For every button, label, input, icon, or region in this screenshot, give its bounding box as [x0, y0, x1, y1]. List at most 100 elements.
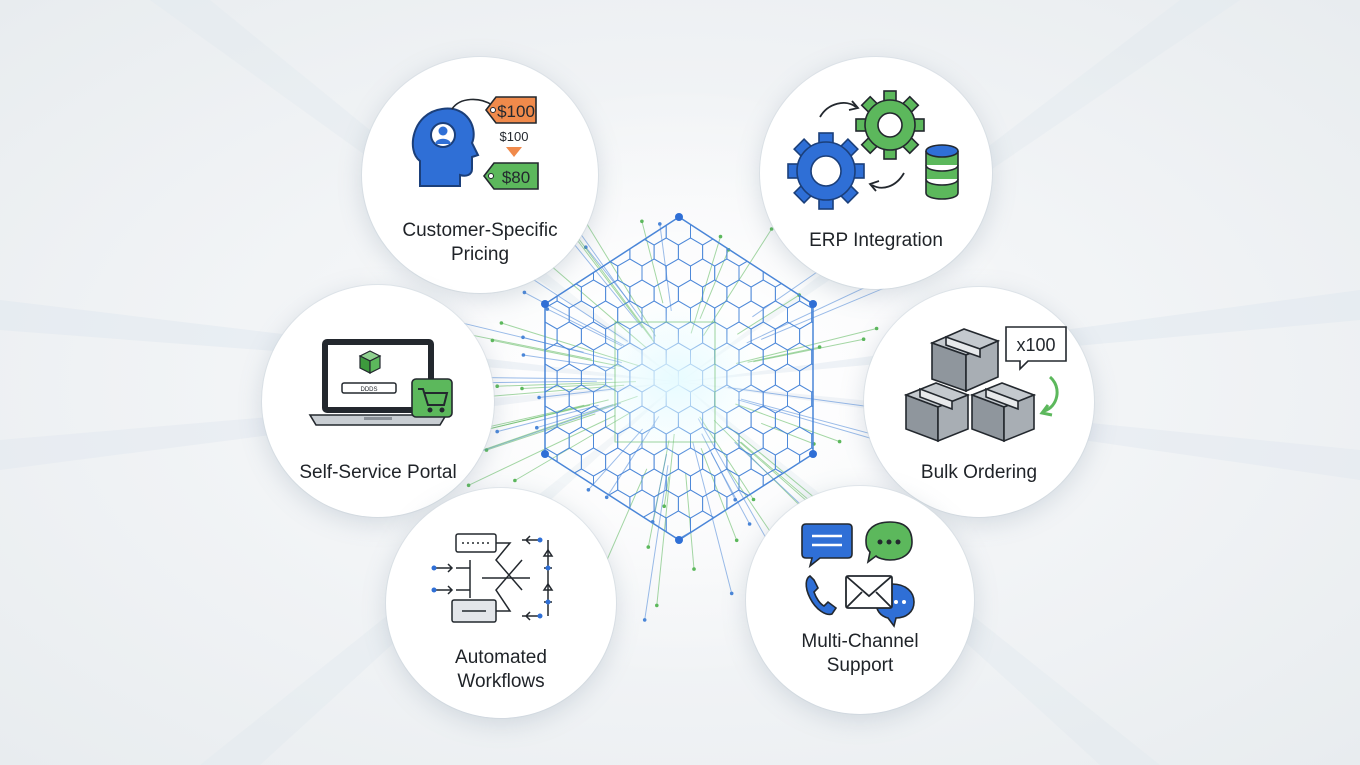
spark-dot: [642, 618, 647, 622]
feature-label-line: Self-Service Portal: [299, 462, 457, 483]
spark-line: [752, 263, 829, 318]
feature-label-line: ERP Integration: [809, 230, 943, 251]
spark-line: [600, 468, 648, 575]
spark-line: [737, 294, 800, 335]
spark-line: [497, 404, 599, 433]
honeycomb-cell: [545, 384, 570, 414]
spark-dot: [520, 386, 524, 391]
honeycomb-cell: [653, 237, 679, 267]
honeycomb-cell: [726, 447, 752, 477]
honeycomb-cell: [580, 279, 607, 309]
boxes-icon: x100: [903, 326, 1067, 443]
spark-line: [659, 223, 672, 311]
spark-line: [710, 452, 751, 525]
honeycomb-cell: [617, 258, 643, 288]
feature-bulk-ordering[interactable]: x100 Bulk Ordering: [864, 287, 1094, 517]
honeycomb-cell: [787, 384, 813, 414]
spark-dot: [729, 591, 734, 596]
spark-dot: [535, 425, 539, 430]
spark-line: [685, 472, 695, 570]
laptop-cart-icon: DDDS: [308, 339, 453, 426]
spark-dot: [734, 538, 739, 543]
honeycomb-cell: [714, 258, 740, 288]
spark-dot: [499, 321, 504, 325]
portal-screen-text: DDDS: [360, 387, 377, 393]
flowchart-icon: [431, 533, 554, 623]
feature-label-line: Customer-Specific: [402, 220, 558, 241]
feature-label: Multi-Channel Support: [746, 630, 974, 678]
spark-dot: [490, 338, 495, 343]
honeycomb-cell: [593, 510, 619, 540]
hexagon-vertices: [541, 213, 817, 544]
feature-label-line: Bulk Ordering: [920, 462, 1038, 483]
honeycomb-cell: [774, 447, 801, 477]
spark-dot: [584, 245, 588, 249]
spark-dot: [537, 395, 541, 400]
spark-dot: [861, 337, 866, 342]
inner-square: [614, 321, 716, 443]
spark-line: [656, 433, 675, 606]
spark-dot: [586, 488, 591, 492]
chat-phone-mail-icon: [801, 521, 915, 628]
spark-dot: [769, 227, 774, 231]
honeycomb-cell: [774, 279, 801, 309]
spark-dot: [662, 504, 666, 509]
honeycomb-cell: [580, 489, 607, 519]
feature-label-line: Pricing: [450, 244, 510, 265]
honeycomb-cell: [677, 489, 704, 519]
spark-dot: [874, 326, 879, 331]
feature-label: Self-Service Portal: [262, 461, 494, 485]
spark-dot: [513, 478, 517, 483]
spark-line: [452, 320, 584, 353]
spark-line: [641, 221, 664, 304]
spark-line: [644, 465, 669, 620]
honeycomb-cell: [545, 468, 570, 498]
honeycomb-cell: [690, 217, 716, 246]
honeycomb-cell: [762, 426, 788, 456]
spark-line: [760, 278, 906, 340]
feature-multi-channel-support[interactable]: Multi-Channel Support: [746, 486, 974, 714]
honeycomb-cell: [702, 217, 728, 225]
honeycomb-cell: [629, 237, 655, 267]
honeycomb-cell: [750, 489, 776, 519]
spark-dot: [718, 234, 723, 239]
honeycomb-cell: [605, 217, 631, 225]
spark-dot: [658, 222, 662, 226]
honeycomb-cell: [762, 258, 788, 288]
feature-erp-integration[interactable]: ERP Integration: [760, 57, 992, 289]
spark-line: [663, 476, 670, 507]
honeycomb-cell: [617, 468, 643, 498]
feature-label-line: Support: [826, 655, 894, 676]
original-price-text: $100: [497, 102, 535, 121]
honeycomb-cell: [665, 258, 691, 288]
spark-line: [486, 413, 596, 451]
spark-dot: [646, 545, 651, 549]
spark-dot: [751, 497, 756, 502]
price-tag-icon: $100 $100 $80: [411, 96, 539, 190]
honeycomb-cell: [545, 342, 570, 372]
discounted-price-text: $80: [502, 168, 530, 187]
spark-line: [468, 415, 616, 486]
spark-line: [753, 338, 864, 363]
honeycomb-cell: [774, 363, 801, 393]
feature-automated-workflows[interactable]: Automated Workflows: [386, 488, 616, 718]
spark-line: [700, 448, 738, 541]
spark-dot: [747, 522, 752, 526]
feature-customer-specific-pricing[interactable]: $100 $100 $80 Customer-Specific Pricing: [362, 57, 598, 293]
honeycomb-cell: [799, 363, 813, 393]
spark-line: [692, 441, 733, 594]
spark-dot: [466, 483, 471, 488]
feature-self-service-portal[interactable]: DDDS Self-Service Portal: [262, 285, 494, 517]
honeycomb-cell: [726, 217, 752, 225]
honeycomb-cell: [714, 217, 740, 246]
honeycomb-cell: [617, 510, 643, 540]
multiplier-text: x100: [1016, 335, 1055, 355]
feature-label: Bulk Ordering: [864, 461, 1094, 485]
honeycomb-cell: [677, 237, 704, 267]
honeycomb-cell: [738, 300, 764, 330]
spark-dot: [495, 429, 500, 434]
spark-dot: [522, 290, 527, 295]
honeycomb-cell: [665, 217, 691, 246]
honeycomb-cell: [605, 447, 631, 477]
